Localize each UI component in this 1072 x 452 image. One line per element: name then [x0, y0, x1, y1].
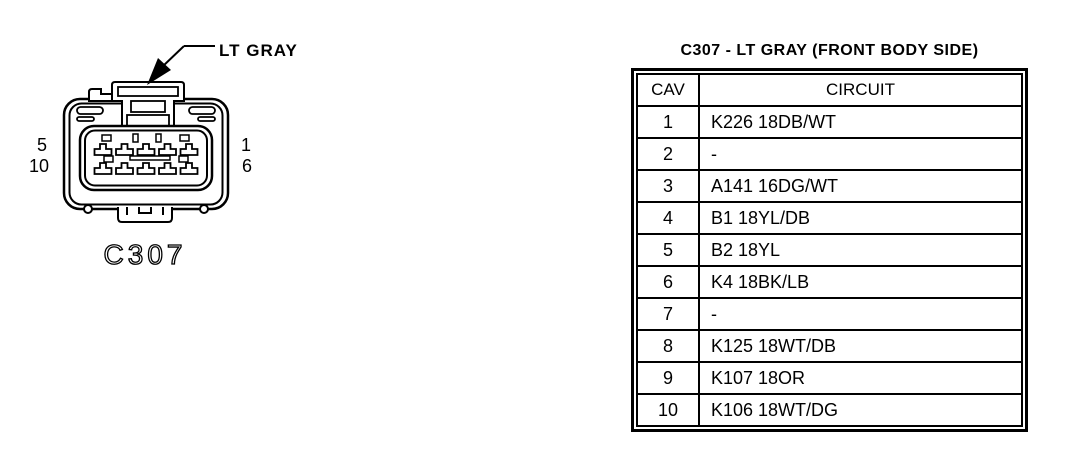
- cav-cell: 9: [636, 361, 700, 395]
- pin-label-10: 10: [29, 156, 49, 176]
- color-callout-arrow: [147, 45, 215, 85]
- column-header-cav: CAV: [636, 73, 700, 107]
- terminal-row-bottom: [93, 162, 199, 175]
- circuit-cell: K107 18OR: [698, 361, 1023, 395]
- circuit-cell: K106 18WT/DG: [698, 393, 1023, 427]
- table-header-row: CAV CIRCUIT: [636, 73, 1023, 107]
- cav-cell: 3: [636, 169, 700, 203]
- cavity-mid-details: [103, 155, 189, 163]
- cav-cell: 8: [636, 329, 700, 363]
- circuit-cell: B1 18YL/DB: [698, 201, 1023, 235]
- cavity-index-keys: [101, 133, 190, 143]
- circuit-cell: B2 18YL: [698, 233, 1023, 267]
- terminal-cavity: [78, 124, 214, 192]
- circuit-cell: -: [698, 297, 1023, 331]
- column-header-circuit: CIRCUIT: [698, 73, 1023, 107]
- connector-label: C307: [104, 239, 187, 270]
- connector-drawing: [62, 45, 230, 223]
- circuit-cell: K4 18BK/LB: [698, 265, 1023, 299]
- connector-bottom-tab: [83, 204, 209, 223]
- terminal-row-top: [93, 143, 199, 156]
- color-callout-label: LT GRAY: [219, 41, 298, 60]
- cav-cell: 4: [636, 201, 700, 235]
- pin-label-6: 6: [242, 156, 252, 176]
- circuit-cell: A141 16DG/WT: [698, 169, 1023, 203]
- cav-cell: 10: [636, 393, 700, 427]
- connector-latch: [88, 81, 185, 128]
- cav-cell: 1: [636, 105, 700, 139]
- cav-cell: 7: [636, 297, 700, 331]
- table-row: 2-: [636, 137, 1023, 171]
- cav-cell: 6: [636, 265, 700, 299]
- pin-label-5: 5: [37, 135, 47, 155]
- pin-label-1: 1: [241, 135, 251, 155]
- circuit-cell: -: [698, 137, 1023, 171]
- circuit-cell: K125 18WT/DB: [698, 329, 1023, 363]
- connector-diagram: LT GRAY 5 10 1 6 C307: [29, 41, 298, 271]
- cav-cell: 5: [636, 233, 700, 267]
- table-row: 7-: [636, 297, 1023, 331]
- circuit-cell: K226 18DB/WT: [698, 105, 1023, 139]
- connector-vent-slots: [76, 106, 216, 122]
- table-title: C307 - LT GRAY (FRONT BODY SIDE): [680, 42, 979, 59]
- cav-cell: 2: [636, 137, 700, 171]
